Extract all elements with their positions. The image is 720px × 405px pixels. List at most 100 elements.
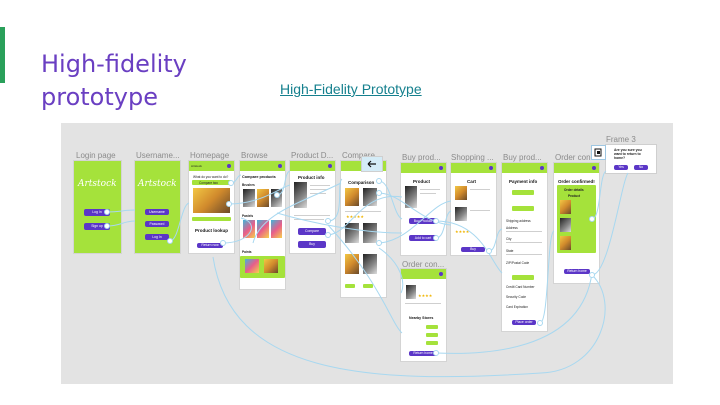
frame-header [401, 269, 446, 279]
figma-canvas[interactable]: Login page Username... Homepage Browse P… [61, 123, 673, 384]
section-paints: Paints [242, 250, 252, 254]
homepage-question: What do you want to do? [193, 175, 229, 179]
text-line [470, 189, 490, 190]
prototype-link[interactable]: High-Fidelity Prototype [280, 81, 422, 97]
input-line[interactable] [506, 242, 542, 243]
text-line [310, 185, 330, 186]
buy-button[interactable]: Buy [298, 241, 326, 248]
compare-banner[interactable] [192, 180, 231, 185]
frame-header [502, 163, 547, 173]
compare-button[interactable]: Compare [298, 228, 326, 235]
frame-label-product-detail[interactable]: Product D... [291, 151, 334, 160]
compare-heading: Comparison [348, 180, 375, 185]
signup-button[interactable]: Sign up [84, 223, 110, 230]
product-thumb[interactable] [257, 189, 269, 207]
frame-label-order-confirmed-2[interactable]: Order con... [402, 260, 445, 269]
frame-label-browse[interactable]: Browse [241, 151, 268, 160]
section-pastels: Pastels [242, 214, 254, 218]
place-order-button[interactable]: Place order [512, 320, 536, 325]
return-home-button[interactable]: Return home [409, 351, 437, 356]
username-login-button[interactable]: Log In [145, 234, 169, 240]
order-product-label: Product [568, 194, 581, 198]
homepage-return-button[interactable]: Return now [197, 243, 223, 248]
payment-option[interactable] [512, 190, 534, 195]
product-thumb[interactable] [271, 189, 282, 207]
frame-username[interactable]: Artstock Username Password Log In [135, 161, 180, 253]
text-line [420, 193, 436, 194]
tag[interactable] [345, 284, 355, 288]
order-return-home-button[interactable]: Return home [564, 269, 590, 274]
order-confirmed-heading: Order confirmed! [558, 179, 595, 184]
zip-label: ZIP/Postal Code [506, 261, 530, 265]
text-line [470, 210, 490, 211]
product-thumb[interactable] [257, 220, 269, 238]
compare-label: Compare two [199, 181, 218, 185]
product-thumb[interactable] [264, 259, 278, 273]
buy-product-button[interactable]: Buy Product [409, 218, 437, 224]
buy-product-heading: Product [413, 179, 431, 184]
nearby-stores-heading: Nearby Stores [409, 316, 434, 320]
payment-option[interactable] [512, 275, 534, 280]
prototype-connections [104, 170, 629, 378]
store-tag[interactable] [426, 341, 438, 345]
frame-label-username[interactable]: Username... [136, 151, 180, 160]
frame-homepage[interactable]: Artstock What do you want to do? Compare… [189, 161, 234, 253]
section-brushes: Brushes [242, 183, 255, 187]
product-image [560, 218, 571, 232]
artstock-logo: Artstock [78, 179, 117, 189]
frame-payment[interactable]: Payment info Shipping address Address Ci… [502, 163, 547, 331]
frame-label-frame3[interactable]: Frame 3 [606, 135, 636, 144]
username-field[interactable]: Username [145, 209, 169, 215]
frame-order-confirmed[interactable]: Order confirmed! Order details Product R… [554, 163, 599, 283]
frame-shopping[interactable]: Cart ★★★★ Buy [451, 163, 496, 255]
text-line [294, 219, 324, 220]
product-image [560, 200, 571, 214]
add-to-cart-button[interactable]: Add to cart [409, 235, 437, 241]
frame-label-buy-product-2[interactable]: Buy prod... [503, 153, 542, 162]
frame-label-homepage[interactable]: Homepage [190, 151, 230, 160]
frame-header [189, 161, 234, 171]
frame-header [290, 161, 335, 171]
dialog-yes-button[interactable]: Yes [614, 165, 628, 170]
product-thumb[interactable] [271, 220, 282, 238]
shipping-label: Shipping address [506, 219, 531, 223]
frame-3-dialog[interactable]: Are you sure you want to return to home?… [606, 145, 656, 173]
frame-label-buy-product[interactable]: Buy prod... [402, 153, 441, 162]
frame-label-shopping[interactable]: Shopping ... [451, 153, 494, 162]
input-line[interactable] [506, 231, 542, 232]
frame-browse[interactable]: Compare products Brushes Pastels Paints [240, 161, 285, 289]
input-line[interactable] [506, 254, 542, 255]
product-thumb[interactable] [243, 220, 255, 238]
frame-order-confirmed-2[interactable]: ★★★★ Nearby Stores Return home [401, 269, 446, 361]
overlay-icon[interactable] [592, 146, 605, 159]
frame-label-compare[interactable]: Compare [342, 151, 375, 160]
store-tag[interactable] [426, 325, 438, 329]
dialog-no-button[interactable]: No [634, 165, 648, 170]
product-image [363, 223, 377, 243]
frame-buy-product[interactable]: Product Buy Product Add to cart [401, 163, 446, 255]
cart-heading: Cart [467, 179, 477, 184]
frame-label-login[interactable]: Login page [76, 151, 116, 160]
product-thumb[interactable] [245, 259, 259, 273]
address-label: Address [506, 226, 518, 230]
tag[interactable] [363, 284, 373, 288]
payment-option[interactable] [512, 206, 534, 211]
frame-login[interactable]: Artstock Log In Sign up [74, 161, 121, 253]
login-button[interactable]: Log In [84, 209, 110, 216]
return-arrow-icon[interactable] [362, 157, 382, 171]
text-line [345, 211, 381, 212]
frame-header [554, 163, 599, 173]
product-image [560, 236, 571, 250]
cart-item-image [455, 186, 467, 200]
accent-bar [0, 27, 5, 83]
password-field[interactable]: Password [145, 221, 169, 227]
featured-image [193, 188, 230, 213]
store-tag[interactable] [426, 333, 438, 337]
product-image [405, 186, 417, 208]
frame-label-order-confirmed[interactable]: Order con... [555, 153, 598, 162]
order-details-label: Order details [564, 188, 584, 192]
payment-heading: Payment info [509, 179, 538, 184]
cart-buy-button[interactable]: Buy [461, 247, 485, 252]
text-line [405, 303, 441, 304]
divider-bar [192, 217, 231, 221]
